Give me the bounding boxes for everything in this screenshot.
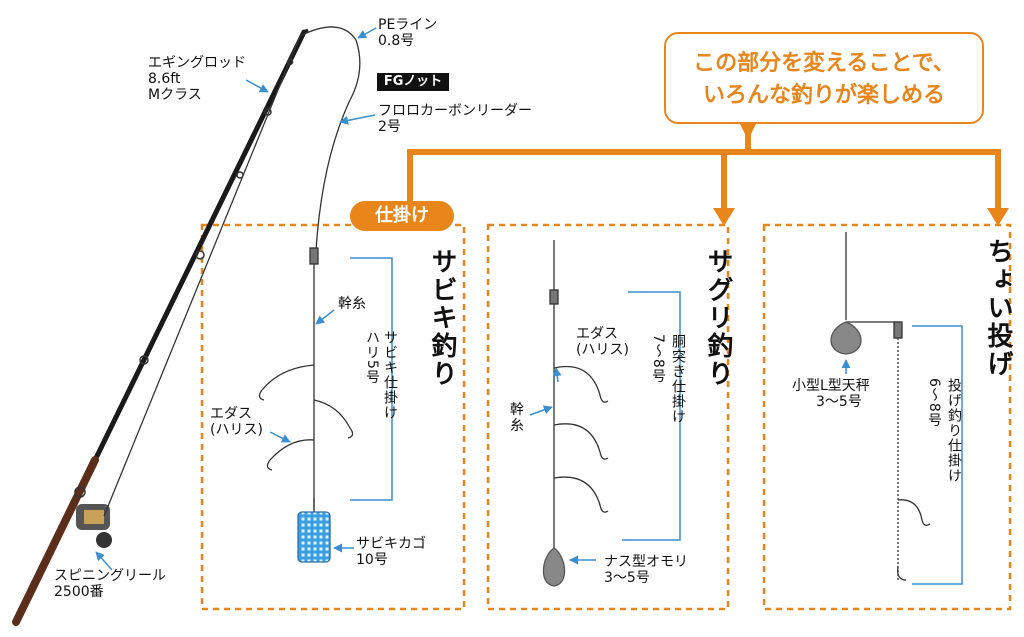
saguri-edasu-label: エダス(ハリス) [576,326,629,358]
sabiki-mainline-label: 幹糸 [338,296,366,312]
callout-line-1: この部分を変えることで、 [693,51,955,76]
choi-rig [830,232,931,581]
sabiki-rig [258,247,354,563]
tenbin-sinker [830,321,862,355]
saguri-box [486,223,730,611]
sabiki-title: サビキ釣り [427,248,457,388]
callout-box: この部分を変えることで、 いろんな釣りが楽しめる [664,32,984,124]
choi-rig-name: 投げ釣り仕掛け [946,378,962,483]
fishing-rod [12,28,309,626]
choi-title: ちょい投げ [983,238,1013,378]
saguri-mainline-label: 幹糸 [510,402,524,434]
section-boxes [200,223,1012,611]
orange-connectors [407,124,1001,210]
saguri-title: サグリ釣り [703,248,733,388]
saguri-hook-size: 7〜8号 [650,334,666,384]
sabiki-edasu-label: エダス(ハリス) [210,406,263,438]
fg-knot-label: FGノット [377,73,449,91]
choi-box [762,223,1012,611]
nasu-sinker [542,547,566,587]
orange-arrowheads [713,124,1009,226]
saguri-rig-name: 胴突き仕掛け [670,334,686,424]
sabiki-basket [297,511,331,563]
sabiki-rig-name: サビキ仕掛け [382,330,398,420]
pointer-arrows [95,27,851,571]
choi-hook-size: 6〜8号 [926,378,942,428]
saguri-rig [542,240,609,587]
callout-line-2: いろんな釣りが楽しめる [702,83,945,108]
tackle-tag: 仕掛け [350,201,454,231]
sabiki-hook-size: ハリ5号 [364,330,380,385]
rig-brackets [350,257,963,585]
main-line [103,26,361,517]
spinning-reel [76,504,112,548]
sabiki-box [200,223,466,611]
